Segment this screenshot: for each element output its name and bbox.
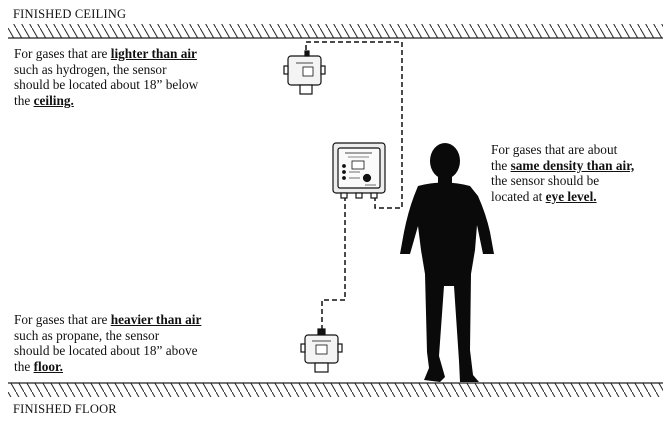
floor-hatch [8,382,663,397]
note-lighter-than-air: For gases that are lighter than air such… [14,46,198,108]
note-lighter-line1: For gases that are [14,46,111,61]
note-same-line2: the [491,157,511,173]
note-same-density: For gases that are about the same densit… [491,142,634,204]
same-density-term: same density than air, [510,157,635,173]
note-lighter-line2: such as hydrogen, the sensor [14,61,167,77]
ceiling-hatch [8,24,663,39]
heavier-than-air-term: heavier than air [110,312,202,327]
ceiling-label: FINISHED CEILING [13,7,127,21]
note-same-line1: For gases that are about [491,142,618,157]
gas-controller-icon [332,142,386,199]
note-heavier-line2: such as propane, the sensor [14,327,160,343]
ceiling-term: ceiling. [33,92,74,108]
note-same-line4: located at [491,188,546,204]
note-heavier-line3: should be located about 18” above [14,343,198,359]
sensor-cable [305,41,403,330]
note-lighter-line3: should be located about 18” below [14,77,199,93]
floor-term: floor. [33,358,64,374]
note-heavier-than-air: For gases that are heavier than air such… [14,312,201,374]
note-heavier-line4: the [14,358,34,374]
person-silhouette-icon [400,143,494,382]
eye-level-term: eye level. [545,188,597,204]
note-lighter-line4: the [14,92,34,108]
lighter-than-air-term: lighter than air [110,46,197,61]
note-same-line3: the sensor should be [491,173,600,189]
ceiling-sensor-icon [283,50,326,95]
floor-sensor-icon [300,328,343,373]
floor-label: FINISHED FLOOR [13,402,117,416]
note-heavier-line1: For gases that are [14,312,111,327]
